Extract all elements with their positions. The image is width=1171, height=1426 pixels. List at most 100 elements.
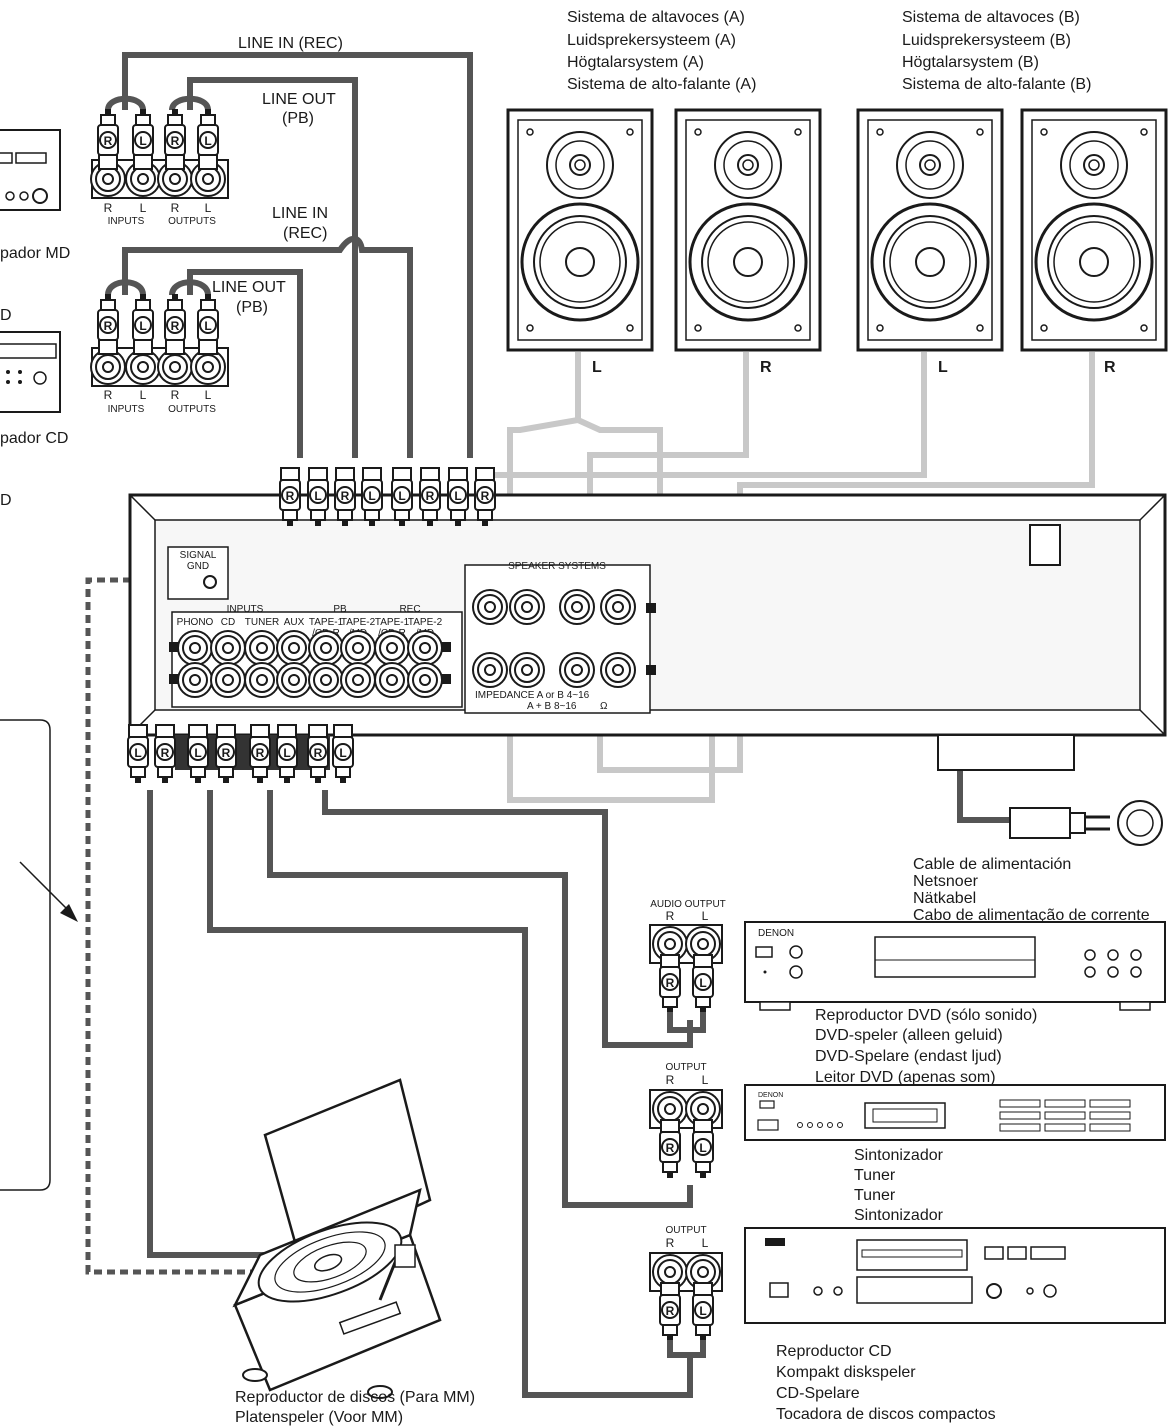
- cd-player: OUTPUT R L R L Reproductor CD Kompakt di…: [649, 1225, 1166, 1423]
- cd-r-label: R: [666, 1236, 675, 1250]
- impedance-label-1: IMPEDANCE A or B 4~16: [475, 690, 590, 701]
- speaker-b-right: [1020, 108, 1168, 352]
- left-note-box: [0, 719, 78, 1191]
- md-line-out-label: LINE OUT: [262, 91, 336, 108]
- md-l-label: L: [205, 201, 212, 215]
- ohm-symbol: Ω: [600, 701, 608, 712]
- cd-caption-line: Reproductor CD: [776, 1343, 892, 1360]
- md-inputs-label: INPUTS: [108, 216, 145, 227]
- dvd-caption-line: DVD-speler (alleen geluid): [815, 1027, 1003, 1044]
- input-plugs: L R L R R L R L: [127, 724, 354, 784]
- amp-tape1-rec-label: TAPE-1: [375, 617, 410, 628]
- speaker-a-caption: Sistema de altavoces (A) Luidsprekersyst…: [567, 9, 756, 93]
- md-outputs-label: OUTPUTS: [168, 216, 216, 227]
- amp-aux-label: AUX: [284, 617, 305, 628]
- amp-tuner-label: TUNER: [245, 617, 279, 628]
- turntable-caption-line: Platenspeler (Voor MM): [235, 1409, 403, 1426]
- speaker-b-line: Sistema de alto-falante (B): [902, 76, 1091, 93]
- cd-caption-line: Kompakt diskspeler: [776, 1364, 916, 1381]
- amp-phono-label: PHONO: [177, 617, 214, 628]
- cd-l-label: L: [702, 1236, 709, 1250]
- md-line-in-label: LINE IN (REC): [238, 35, 343, 52]
- dvd-r-label: R: [666, 909, 675, 923]
- speaker-b-l-label: L: [938, 359, 948, 376]
- plug-r: R: [341, 489, 350, 503]
- md-recorder: pador MD: [0, 129, 70, 262]
- plug-r: R: [104, 134, 113, 148]
- speaker-a-left: [506, 108, 654, 352]
- speaker-b-line: Sistema de altavoces (B): [902, 9, 1080, 26]
- plug-l: L: [699, 976, 706, 990]
- cdr-line-in-rec: (REC): [283, 225, 327, 242]
- cdr-l-label: L: [205, 388, 212, 402]
- plug-l: L: [368, 489, 375, 503]
- cdr-line-in-label: LINE IN: [272, 205, 328, 222]
- md-l-label: L: [140, 201, 147, 215]
- cd-recorder-caption: pador CD: [0, 430, 68, 447]
- power-cord-caption: Cable de alimentación Netsnoer Nätkabel …: [913, 856, 1150, 924]
- dvd-brand: DENON: [758, 928, 794, 939]
- md-r-label: R: [171, 201, 180, 215]
- plug-l: L: [204, 134, 211, 148]
- cdr-r-label: R: [104, 388, 113, 402]
- cd-caption-line: CD-Spelare: [776, 1385, 860, 1402]
- input-jack-block: INPUTS PB REC PHONO CD TUNER AUX TAPE-1 …: [169, 604, 463, 708]
- plug-l: L: [398, 489, 405, 503]
- plug-r: R: [104, 319, 113, 333]
- cdr-line-out-pb: (PB): [236, 299, 268, 316]
- turntable-caption-line: Reproductor de discos (Para MM): [235, 1389, 475, 1406]
- plug-l: L: [339, 746, 346, 760]
- plug-l: L: [194, 746, 201, 760]
- signal-gnd-label: SIGNAL: [180, 550, 217, 561]
- md-r-label: R: [104, 201, 113, 215]
- cd-output-label: OUTPUT: [665, 1225, 706, 1236]
- power-cord-line: Cable de alimentación: [913, 856, 1071, 873]
- speaker-a-line: Högtalarsystem (A): [567, 54, 704, 71]
- plug-r: R: [666, 1304, 675, 1318]
- signal-gnd-terminal: SIGNAL GND: [167, 546, 229, 600]
- dvd-caption-line: DVD-Spelare (endast ljud): [815, 1048, 1002, 1065]
- impedance-label-2: A + B 8~16: [527, 701, 577, 712]
- tuner-brand: DENON: [758, 1092, 783, 1099]
- speaker-b-line: Högtalarsystem (B): [902, 54, 1039, 71]
- cdr-l-label: L: [140, 388, 147, 402]
- plug-l: L: [139, 319, 146, 333]
- plug-l: L: [454, 489, 461, 503]
- plug-r: R: [666, 1141, 675, 1155]
- amp-cd-label: CD: [221, 617, 235, 628]
- plug-r: R: [161, 746, 170, 760]
- amp-tape2-rec-label: TAPE-2: [408, 617, 443, 628]
- cd-recorder-caption-top: D: [0, 307, 12, 324]
- plug-l: L: [283, 746, 290, 760]
- amp-pb-label: PB: [333, 604, 347, 615]
- speaker-a-r-label: R: [760, 359, 772, 376]
- power-cord-line: Nätkabel: [913, 890, 976, 907]
- dvd-caption-line: Leitor DVD (apenas som): [815, 1069, 996, 1086]
- speaker-b-line: Luidsprekersysteem (B): [902, 32, 1071, 49]
- plug-r: R: [666, 976, 675, 990]
- signal-gnd-label-2: GND: [187, 561, 209, 572]
- plug-l: L: [699, 1304, 706, 1318]
- plug-r: R: [314, 746, 323, 760]
- plug-l: L: [204, 319, 211, 333]
- speaker-systems-label: SPEAKER SYSTEMS: [508, 561, 606, 572]
- amp-tape1-label: TAPE-1: [309, 617, 344, 628]
- speaker-a-line: Luidsprekersysteem (A): [567, 32, 736, 49]
- plug-r: R: [171, 319, 180, 333]
- speaker-b-caption: Sistema de altavoces (B) Luidsprekersyst…: [902, 9, 1091, 93]
- arrow-icon: [19, 861, 69, 911]
- dvd-player: AUDIO OUTPUT R L R L DENON Reproductor D…: [649, 899, 1166, 1086]
- speaker-a-line: Sistema de alto-falante (A): [567, 76, 756, 93]
- plug-l: L: [699, 1141, 706, 1155]
- cd-recorder-caption-d: D: [0, 492, 12, 509]
- tuner-caption-line: Sintonizador: [854, 1147, 944, 1164]
- power-plug: [1009, 800, 1163, 846]
- tuner-r-label: R: [666, 1073, 675, 1087]
- speaker-a-right: [674, 108, 822, 352]
- amp-inputs-label: INPUTS: [227, 604, 264, 615]
- cd-recorder-jack-panel: R L R L: [90, 293, 229, 387]
- plug-l: L: [134, 746, 141, 760]
- plug-l: L: [139, 134, 146, 148]
- tuner-caption-line: Sintonizador: [854, 1207, 944, 1224]
- power-cord-line: Netsnoer: [913, 873, 979, 890]
